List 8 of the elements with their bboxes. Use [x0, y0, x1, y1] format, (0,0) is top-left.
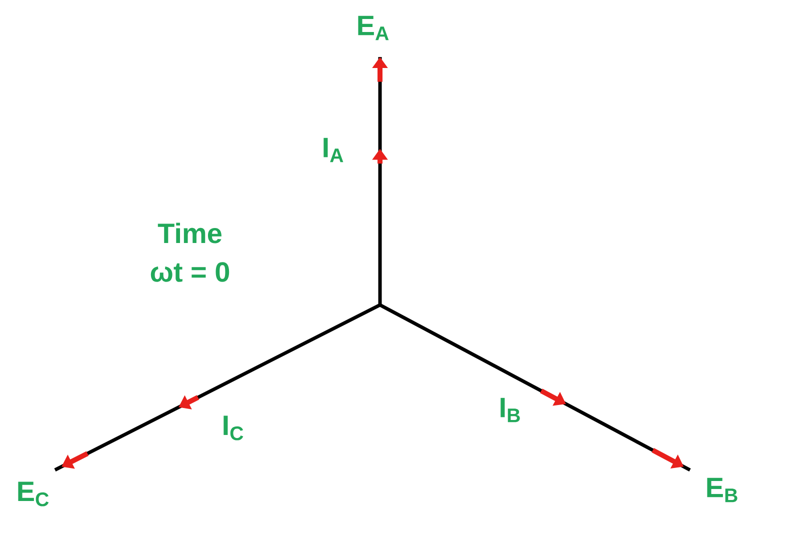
phasor-label: ωt = 0: [150, 262, 230, 282]
phasor-label: Time: [158, 222, 222, 244]
phasor-label: E$_{A}$: [358, 16, 389, 40]
phasor-label: I$_{C}$: [224, 416, 244, 440]
phasor-label: I$_{A}$: [324, 138, 344, 162]
phasor-label: E$_{C}$: [18, 482, 49, 506]
phasor-label: I$_{B}$: [500, 398, 520, 422]
phasor-label: E$_{B}$: [707, 478, 738, 502]
